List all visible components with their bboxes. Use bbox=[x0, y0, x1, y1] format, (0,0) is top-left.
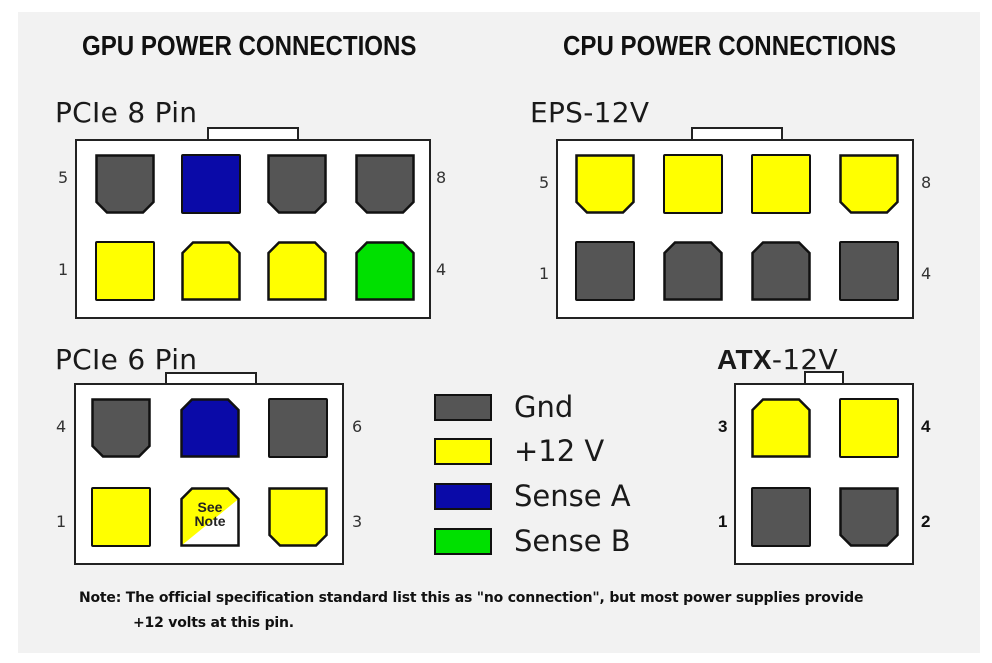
eps12v-pin-number: 5 bbox=[539, 173, 550, 192]
pcie8-pin-number: 4 bbox=[436, 260, 447, 279]
eps12v-pin-v12 bbox=[575, 154, 635, 214]
cpu-section-title: CPU POWER CONNECTIONS bbox=[563, 30, 897, 61]
legend-swatch bbox=[434, 438, 492, 465]
note-line-1: Note: The official specification standar… bbox=[79, 590, 864, 606]
pcie6-pin-number: 3 bbox=[352, 512, 363, 531]
pcie6-pin-number: 4 bbox=[56, 417, 67, 436]
atx12v-pin-gnd bbox=[839, 487, 899, 547]
pcie6-connector-name: PCIe 6 Pin bbox=[55, 343, 198, 376]
eps12v-pin-v12 bbox=[751, 154, 811, 214]
pcie8-pin-v12 bbox=[181, 241, 241, 301]
pcie6-pin-senseA bbox=[180, 398, 240, 458]
atx12v-pin-number: 4 bbox=[921, 417, 931, 436]
eps12v-latch bbox=[691, 127, 783, 142]
note-line-2: +12 volts at this pin. bbox=[133, 615, 294, 631]
see-note-label: Note bbox=[194, 513, 226, 529]
atx12v-latch bbox=[804, 371, 844, 386]
atx12v-pin-number: 1 bbox=[718, 512, 728, 531]
pcie8-latch bbox=[207, 127, 299, 142]
pcie6-pin-number: 1 bbox=[56, 512, 67, 531]
pcie8-pin-number: 5 bbox=[58, 168, 69, 187]
atx12v-pin-v12 bbox=[839, 398, 899, 458]
atx12v-pin-gnd bbox=[751, 487, 811, 547]
eps12v-pin-v12 bbox=[663, 154, 723, 214]
legend-label: Sense B bbox=[514, 524, 631, 558]
pcie6-pin-gnd bbox=[91, 398, 151, 458]
pcie6-latch bbox=[165, 372, 257, 386]
atx12v-name-rest: -12V bbox=[771, 343, 838, 376]
pcie8-pin-v12 bbox=[95, 241, 155, 301]
atx12v-pin-number: 3 bbox=[718, 417, 728, 436]
eps12v-pin-gnd bbox=[839, 241, 899, 301]
pcie6-pin-v12 bbox=[268, 487, 328, 547]
atx12v-pin-v12 bbox=[751, 398, 811, 458]
pcie6-pin-number: 6 bbox=[352, 417, 363, 436]
pcie8-pin-number: 8 bbox=[436, 168, 447, 187]
eps12v-pin-gnd bbox=[575, 241, 635, 301]
eps12v-pin-number: 4 bbox=[921, 264, 932, 283]
legend-swatch bbox=[434, 528, 492, 555]
eps12v-pin-number: 8 bbox=[921, 173, 932, 192]
see-note-label: See bbox=[197, 499, 223, 515]
pcie6-pin-v12 bbox=[91, 487, 151, 547]
atx12v-name-bold: ATX bbox=[717, 344, 772, 375]
pcie8-pin-senseB bbox=[355, 241, 415, 301]
legend-label: Sense A bbox=[514, 479, 631, 513]
pcie6-pin-gnd bbox=[268, 398, 328, 458]
eps12v-pin-number: 1 bbox=[539, 264, 550, 283]
legend-label: +12 V bbox=[514, 434, 605, 468]
atx12v-connector-name: ATX-12V bbox=[717, 343, 838, 376]
eps12v-pin-gnd bbox=[663, 241, 723, 301]
pcie8-pin-number: 1 bbox=[58, 260, 69, 279]
gpu-section-title: GPU POWER CONNECTIONS bbox=[82, 30, 417, 61]
legend-label: Gnd bbox=[514, 390, 574, 424]
pcie8-pin-senseA bbox=[181, 154, 241, 214]
atx12v-pin-number: 2 bbox=[921, 512, 931, 531]
eps12v-pin-v12 bbox=[839, 154, 899, 214]
legend-swatch bbox=[434, 394, 492, 421]
eps12v-connector-name: EPS-12V bbox=[530, 96, 650, 129]
pcie8-pin-gnd bbox=[355, 154, 415, 214]
pcie8-pin-gnd bbox=[95, 154, 155, 214]
pcie8-pin-v12 bbox=[267, 241, 327, 301]
pcie8-pin-gnd bbox=[267, 154, 327, 214]
legend-swatch bbox=[434, 483, 492, 510]
eps12v-pin-gnd bbox=[751, 241, 811, 301]
pcie8-connector-name: PCIe 8 Pin bbox=[55, 96, 198, 129]
